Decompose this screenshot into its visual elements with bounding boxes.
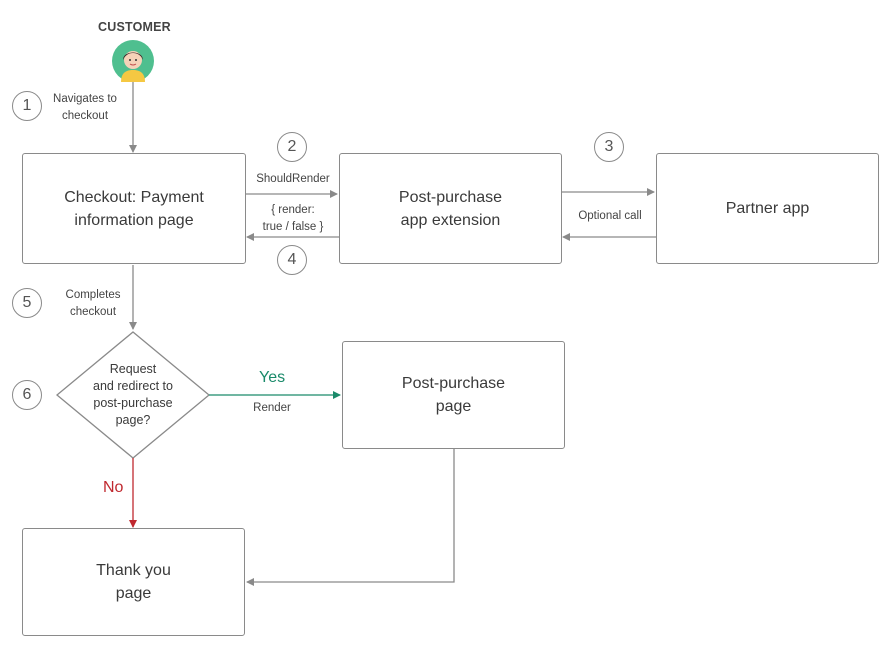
post-purchase-page-box: Post-purchase page: [342, 341, 565, 449]
edge-postpage-thankyou: [246, 449, 455, 586]
step-1-marker: 1: [12, 91, 42, 121]
checkout-payment-box: Checkout: Payment information page: [22, 153, 246, 264]
customer-label: CUSTOMER: [98, 20, 171, 34]
step-2-label: ShouldRender: [256, 173, 330, 185]
step-3-label: Optional call: [578, 210, 642, 222]
step-5-label: Completes checkout: [65, 289, 121, 318]
step-4-marker: 4: [277, 245, 307, 275]
partner-app-box: Partner app: [656, 153, 879, 264]
no-label: No: [103, 479, 124, 496]
render-label: Render: [253, 402, 291, 414]
step-5-marker: 5: [12, 288, 42, 318]
step-6-marker: 6: [12, 380, 42, 410]
yes-label: Yes: [259, 369, 286, 386]
customer-icon: [112, 40, 154, 82]
step-1-label: Navigates to checkout: [53, 93, 117, 122]
step-2-marker: 2: [277, 132, 307, 162]
decision-label: Request and redirect to post-purchase pa…: [93, 362, 173, 427]
step-4-label: { render: true / false }: [262, 204, 324, 233]
post-purchase-extension-box: Post-purchase app extension: [339, 153, 562, 264]
thank-you-page-box: Thank you page: [22, 528, 245, 636]
customer-avatar: [112, 40, 154, 82]
step-3-marker: 3: [594, 132, 624, 162]
